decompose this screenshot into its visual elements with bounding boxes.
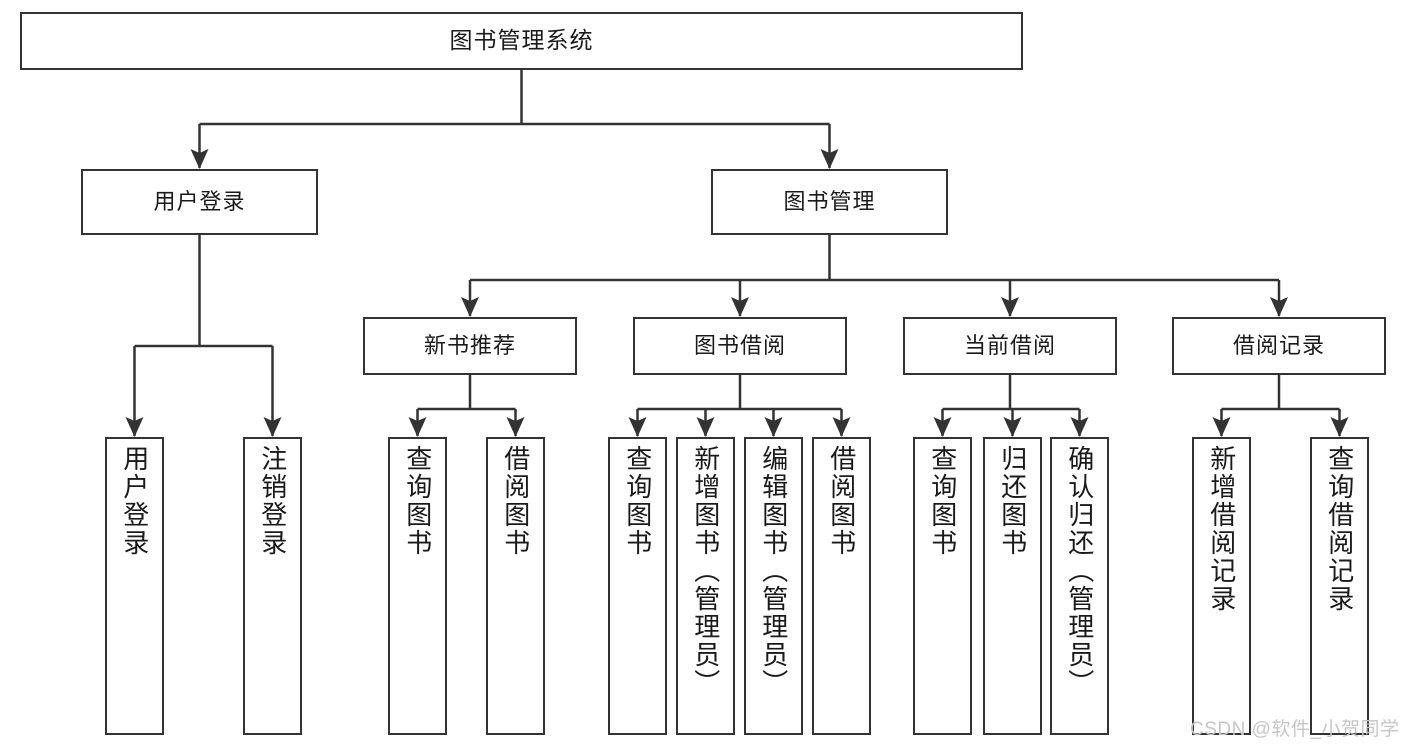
node-leaf6[interactable]: 新增图书（管理员） bbox=[676, 437, 735, 735]
node-label: 图书借阅 bbox=[693, 333, 786, 359]
node-leaf9[interactable]: 查询图书 bbox=[913, 437, 972, 735]
node-label: 借阅图书 bbox=[826, 445, 857, 557]
node-label: 用户登录 bbox=[153, 189, 246, 215]
node-label: 归还图书 bbox=[997, 445, 1028, 557]
node-leaf8[interactable]: 借阅图书 bbox=[812, 437, 871, 735]
node-label: 查询图书 bbox=[622, 445, 653, 557]
node-label: 查询图书 bbox=[402, 445, 433, 557]
node-l3b[interactable]: 图书借阅 bbox=[633, 317, 847, 375]
node-leaf1[interactable]: 用户登录 bbox=[105, 437, 164, 735]
node-label: 借阅记录 bbox=[1232, 333, 1325, 359]
node-leaf10[interactable]: 归还图书 bbox=[983, 437, 1042, 735]
node-l2b[interactable]: 图书管理 bbox=[711, 169, 948, 235]
node-l3a[interactable]: 新书推荐 bbox=[363, 317, 577, 375]
node-label: 图书管理系统 bbox=[449, 27, 594, 54]
node-leaf13[interactable]: 查询借阅记录 bbox=[1310, 437, 1369, 735]
node-label: 新书推荐 bbox=[423, 333, 516, 359]
node-label: 新增图书（管理员） bbox=[690, 445, 721, 697]
node-root[interactable]: 图书管理系统 bbox=[20, 12, 1023, 70]
node-label: 查询借阅记录 bbox=[1324, 445, 1355, 613]
node-leaf2[interactable]: 注销登录 bbox=[243, 437, 302, 735]
node-label: 当前借阅 bbox=[963, 333, 1056, 359]
node-l2a[interactable]: 用户登录 bbox=[81, 169, 318, 235]
node-label: 新增借阅记录 bbox=[1206, 445, 1237, 613]
node-l3c[interactable]: 当前借阅 bbox=[903, 317, 1117, 375]
node-leaf12[interactable]: 新增借阅记录 bbox=[1192, 437, 1251, 735]
node-leaf7[interactable]: 编辑图书（管理员） bbox=[744, 437, 803, 735]
node-leaf5[interactable]: 查询图书 bbox=[608, 437, 667, 735]
node-leaf4[interactable]: 借阅图书 bbox=[486, 437, 545, 735]
node-label: 编辑图书（管理员） bbox=[758, 445, 789, 697]
node-label: 查询图书 bbox=[927, 445, 958, 557]
node-label: 确认归还（管理员） bbox=[1064, 445, 1095, 697]
csdn-watermark: CSDN @软件_小贺同学 bbox=[1190, 719, 1400, 740]
node-label: 注销登录 bbox=[257, 445, 288, 557]
node-leaf3[interactable]: 查询图书 bbox=[388, 437, 447, 735]
node-label: 用户登录 bbox=[119, 445, 150, 557]
node-label: 借阅图书 bbox=[500, 445, 531, 557]
node-leaf11[interactable]: 确认归还（管理员） bbox=[1050, 437, 1109, 735]
node-l3d[interactable]: 借阅记录 bbox=[1172, 317, 1386, 375]
node-label: 图书管理 bbox=[783, 189, 876, 215]
